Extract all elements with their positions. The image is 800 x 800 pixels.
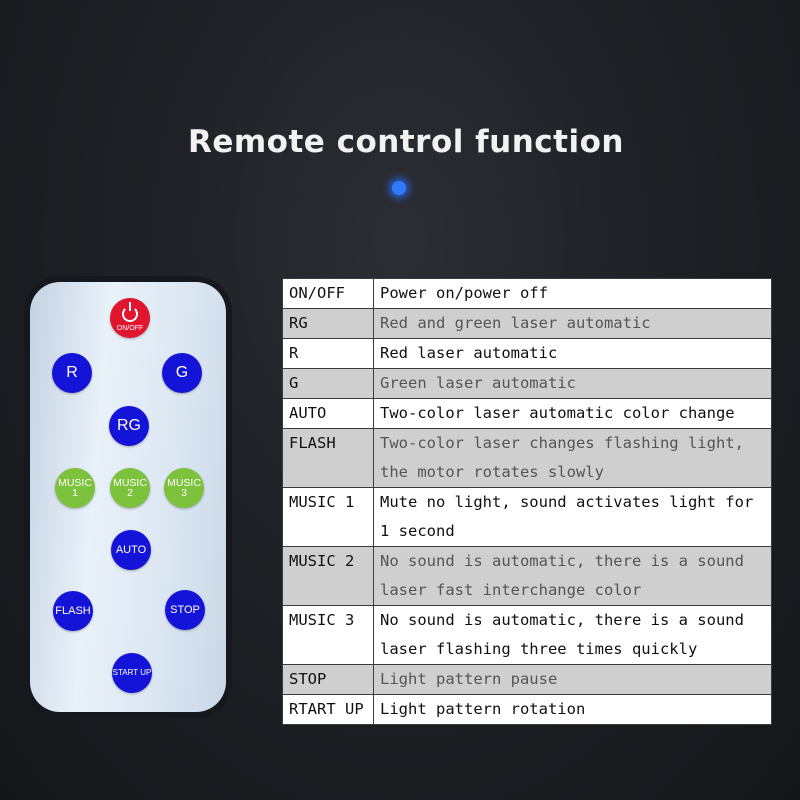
function-description-line: Light pattern pause xyxy=(380,670,558,688)
music-1-number: 1 xyxy=(72,487,78,499)
function-description-line: laser fast interchange color xyxy=(380,581,642,599)
table-row: FLASH Two-color laser changes flashing li… xyxy=(282,428,772,488)
remote-control: ON/OFF R G RG MUSIC 1 MUSIC 2 MUSIC 3 AU… xyxy=(24,276,232,718)
auto-button[interactable]: AUTO xyxy=(111,530,151,570)
function-key: STOP xyxy=(289,670,327,688)
function-key: AUTO xyxy=(289,404,327,422)
function-key-cell: MUSIC 3 xyxy=(282,605,374,665)
function-description-cell: Two-color laser changes flashing light, t… xyxy=(373,428,772,488)
function-description-line: No sound is automatic, there is a sound xyxy=(380,611,744,629)
function-description-line: laser flashing three times quickly xyxy=(380,640,698,658)
function-key: MUSIC 3 xyxy=(289,611,355,629)
function-description-cell: No sound is automatic, there is a sound l… xyxy=(373,546,772,606)
function-description-cell: Green laser automatic xyxy=(373,368,772,399)
g-button[interactable]: G xyxy=(162,353,202,393)
function-key: R xyxy=(289,344,299,362)
music-2-number: 2 xyxy=(127,487,133,499)
music-2-label: MUSIC xyxy=(113,476,147,489)
music-3-label: MUSIC xyxy=(167,476,201,489)
table-row: ON/OFF Power on/power off xyxy=(282,278,772,309)
music-3-number: 3 xyxy=(181,487,187,499)
function-description-cell: Two-color laser automatic color change xyxy=(373,398,772,429)
function-key-cell: G xyxy=(282,368,374,399)
function-key-cell: AUTO xyxy=(282,398,374,429)
function-key-cell: STOP xyxy=(282,664,374,695)
function-key-cell: RTART UP xyxy=(282,694,374,725)
function-key-cell: R xyxy=(282,338,374,369)
on-off-label: ON/OFF xyxy=(116,325,144,332)
table-row: STOP Light pattern pause xyxy=(282,664,772,695)
function-description-cell: Mute no light, sound activates light for… xyxy=(373,487,772,547)
function-key: RTART UP xyxy=(289,700,364,718)
function-key: RG xyxy=(289,314,308,332)
function-key-cell: ON/OFF xyxy=(282,278,374,309)
function-description-line: No sound is automatic, there is a sound xyxy=(380,552,744,570)
function-description-cell: Red laser automatic xyxy=(373,338,772,369)
on-off-button[interactable]: ON/OFF xyxy=(110,298,150,338)
function-key: G xyxy=(289,374,299,392)
function-description-line: 1 second xyxy=(380,522,455,540)
function-key-cell: RG xyxy=(282,308,374,339)
function-description-line: Red laser automatic xyxy=(380,344,558,362)
table-row: MUSIC 1 Mute no light, sound activates li… xyxy=(282,487,772,547)
function-key-cell: MUSIC 2 xyxy=(282,546,374,606)
table-row: RTART UP Light pattern rotation xyxy=(282,694,772,725)
function-key-cell: FLASH xyxy=(282,428,374,488)
rg-button[interactable]: RG xyxy=(109,406,149,446)
function-description-line: Two-color laser changes flashing light, xyxy=(380,434,744,452)
function-description-cell: No sound is automatic, there is a sound l… xyxy=(373,605,772,665)
function-description-cell: Power on/power off xyxy=(373,278,772,309)
table-row: G Green laser automatic xyxy=(282,368,772,399)
power-icon xyxy=(122,302,138,322)
table-row: MUSIC 3 No sound is automatic, there is a… xyxy=(282,605,772,665)
function-key: MUSIC 2 xyxy=(289,552,355,570)
function-description-line: Power on/power off xyxy=(380,284,548,302)
function-key: MUSIC 1 xyxy=(289,493,355,511)
function-description-cell: Light pattern pause xyxy=(373,664,772,695)
function-key: ON/OFF xyxy=(289,284,345,302)
table-row: AUTO Two-color laser automatic color chan… xyxy=(282,398,772,429)
function-description-line: the motor rotates slowly xyxy=(380,463,604,481)
table-row: RG Red and green laser automatic xyxy=(282,308,772,339)
table-row: MUSIC 2 No sound is automatic, there is a… xyxy=(282,546,772,606)
function-key: FLASH xyxy=(289,434,336,452)
page-title: Remote control function xyxy=(187,124,624,160)
function-key-cell: MUSIC 1 xyxy=(282,487,374,547)
music-1-button[interactable]: MUSIC 1 xyxy=(55,468,95,508)
r-button[interactable]: R xyxy=(52,353,92,393)
stop-button[interactable]: STOP xyxy=(165,590,205,630)
music-2-button[interactable]: MUSIC 2 xyxy=(110,468,150,508)
function-description-line: Two-color laser automatic color change xyxy=(380,404,735,422)
function-description-cell: Light pattern rotation xyxy=(373,694,772,725)
start-up-button[interactable]: START UP xyxy=(112,653,152,693)
music-1-label: MUSIC xyxy=(58,476,92,489)
function-description-line: Red and green laser automatic xyxy=(380,314,651,332)
function-description-line: Mute no light, sound activates light for xyxy=(380,493,754,511)
indicator-dot xyxy=(392,181,406,195)
table-row: R Red laser automatic xyxy=(282,338,772,369)
music-3-button[interactable]: MUSIC 3 xyxy=(164,468,204,508)
function-description-line: Green laser automatic xyxy=(380,374,576,392)
flash-button[interactable]: FLASH xyxy=(53,591,93,631)
remote-face: ON/OFF R G RG MUSIC 1 MUSIC 2 MUSIC 3 AU… xyxy=(30,282,226,712)
function-description-line: Light pattern rotation xyxy=(380,700,586,718)
function-description-cell: Red and green laser automatic xyxy=(373,308,772,339)
